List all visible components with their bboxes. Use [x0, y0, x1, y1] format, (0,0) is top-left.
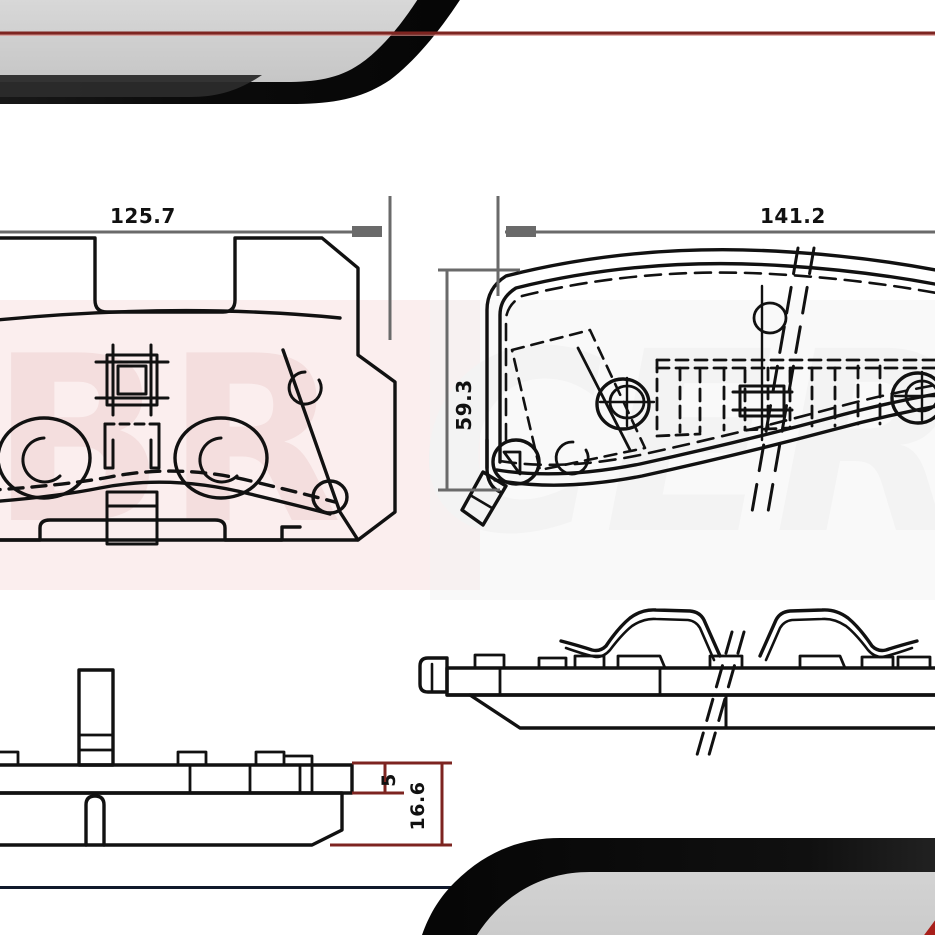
right-pad-ring-hole-center — [598, 376, 656, 428]
dimension-16-6: 16.6 — [330, 761, 452, 847]
view-pad-front-right — [460, 246, 935, 527]
right-pad-ring-hole — [595, 377, 651, 431]
right-pad-ring-hole-right — [890, 371, 935, 425]
right-side-clip-spring-2b — [764, 617, 914, 662]
left-pad-friction-dashed — [0, 469, 337, 504]
right-pad-dashed-arc — [504, 271, 935, 442]
left-pad-hole-a-inner — [21, 436, 62, 484]
right-pad-hidden-detail — [655, 358, 935, 438]
right-pad-inner-panel — [510, 328, 647, 472]
left-side-friction-block — [0, 791, 344, 847]
right-pad-section-break — [750, 246, 816, 514]
dim-125-7-label: 125.7 — [110, 204, 176, 228]
right-pad-center-rivet — [731, 284, 794, 442]
left-pad-sensor-stack — [94, 343, 170, 546]
top-banner-foot-bar — [0, 75, 262, 97]
left-side-plate-divisions — [188, 763, 314, 795]
left-side-wear-tab-lines — [77, 733, 115, 752]
right-pad-anchor-lug — [460, 470, 508, 527]
top-banner-red-line-highlight — [0, 34, 935, 36]
right-pad-ring-hole-right-center — [893, 370, 935, 422]
right-pad-leader-line — [576, 346, 632, 452]
left-pad-friction-bottom — [0, 480, 332, 516]
right-side-clip-spring-1 — [559, 608, 722, 658]
dim-16-6-label: 16.6 — [407, 782, 429, 831]
right-pad-pivot-eye-inner — [502, 450, 522, 476]
view-pad-side-right — [418, 608, 935, 757]
bottom-banner-gray-plate — [476, 872, 935, 935]
left-side-notch — [84, 794, 106, 847]
right-side-hook — [418, 656, 449, 694]
dimension-59-3: 59.3 — [438, 268, 520, 492]
dim-141-2-label: 141.2 — [760, 204, 826, 228]
left-pad-bottom-ears — [0, 518, 302, 542]
right-side-clip-spring-2 — [758, 608, 919, 658]
right-side-clip-spring-1b — [564, 617, 716, 662]
left-side-plate-bumps — [0, 750, 314, 767]
left-pad-friction-top-arc — [0, 308, 342, 322]
right-pad-small-hole — [554, 440, 590, 476]
left-pad-hole-c — [287, 370, 323, 406]
right-pad-sensor-eye — [752, 301, 788, 335]
top-banner-gray-plate — [0, 0, 418, 82]
left-pad-hole-a — [0, 416, 92, 500]
dimension-125-7: 125.7 — [0, 196, 392, 340]
dimension-141-2: 141.2 — [496, 196, 935, 296]
right-side-section-break — [695, 630, 746, 757]
right-side-friction-block — [468, 693, 935, 730]
left-pad-hole-b-inner — [198, 436, 239, 484]
dim-5-label: 5 — [378, 773, 400, 787]
view-pad-front-left — [0, 236, 397, 546]
right-pad-inner-arc — [498, 261, 935, 464]
left-pad-hole-d — [311, 479, 349, 515]
left-pad-hole-b — [173, 416, 269, 500]
dim-125-7-arrow — [352, 226, 382, 237]
right-pad-lug-rib — [468, 493, 494, 510]
top-banner-red-line — [0, 31, 935, 35]
bottom-banner-red-wedge — [924, 920, 935, 935]
dim-59-3-label: 59.3 — [452, 379, 476, 430]
dim-141-2-arrow — [506, 226, 536, 237]
